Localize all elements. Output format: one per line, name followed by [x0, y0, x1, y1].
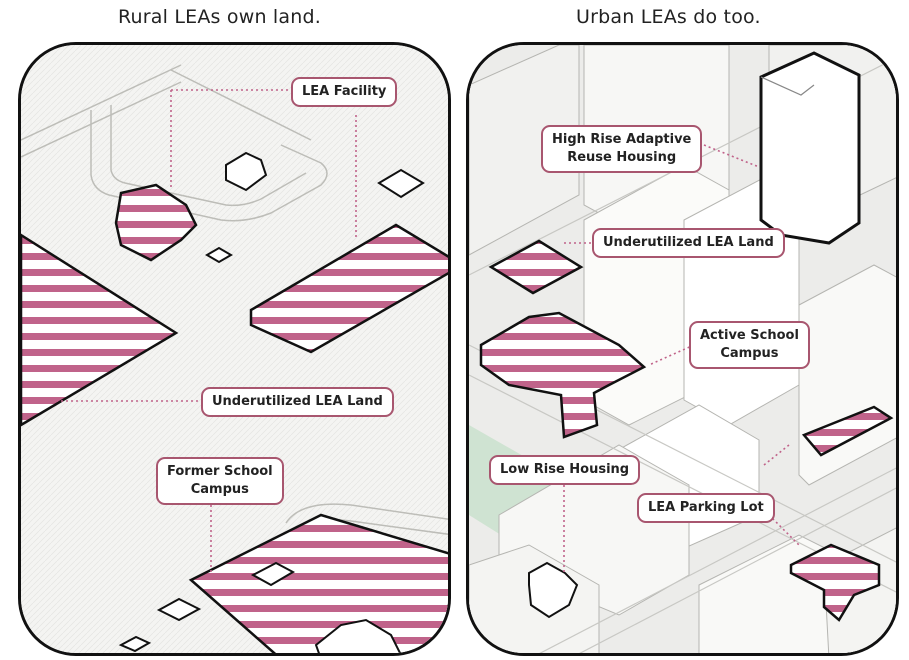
urban-parking-lot-label: LEA Parking Lot	[637, 493, 775, 523]
urban-low-rise-housing-label: Low Rise Housing	[489, 455, 641, 485]
urban-low-rise-buildings	[528, 561, 579, 619]
urban-high-rise-label: High Rise Adaptive Reuse Housing	[541, 125, 703, 173]
rural-lea-facility-parcel	[249, 223, 448, 354]
rural-panel-title: Rural LEAs own land.	[118, 6, 321, 28]
rural-former-campus-parcel	[188, 513, 448, 653]
urban-parking-lot	[801, 405, 894, 457]
rural-roads	[21, 64, 448, 538]
rural-former-school-campus-label: Former School Campus	[156, 457, 284, 505]
rural-facility-building	[114, 183, 198, 262]
urban-panel: High Rise Adaptive Reuse Housing Underut…	[466, 42, 899, 656]
rural-striped-land	[21, 183, 448, 653]
urban-panel-title: Urban LEAs do too.	[576, 6, 761, 28]
urban-underutilized-land-label: Underutilized LEA Land	[592, 228, 785, 258]
urban-striped-land	[479, 239, 894, 622]
urban-underutilized-parcel	[488, 239, 584, 295]
urban-leaders	[563, 144, 800, 575]
rural-buildings	[118, 151, 425, 653]
rural-lea-facility-label: LEA Facility	[291, 77, 398, 107]
urban-active-school-campus	[479, 311, 647, 439]
rural-panel: LEA Facility Underutilized LEA Land Form…	[18, 42, 451, 656]
rural-map	[21, 45, 448, 653]
urban-high-rise-tower	[759, 51, 861, 245]
rural-underutilized-land-parcel	[21, 233, 179, 427]
urban-active-school-campus-label: Active School Campus	[689, 321, 810, 369]
rural-underutilized-land-label: Underutilized LEA Land	[201, 387, 394, 417]
rural-leaders	[51, 89, 357, 575]
urban-lea-parcel-southeast	[789, 543, 881, 622]
